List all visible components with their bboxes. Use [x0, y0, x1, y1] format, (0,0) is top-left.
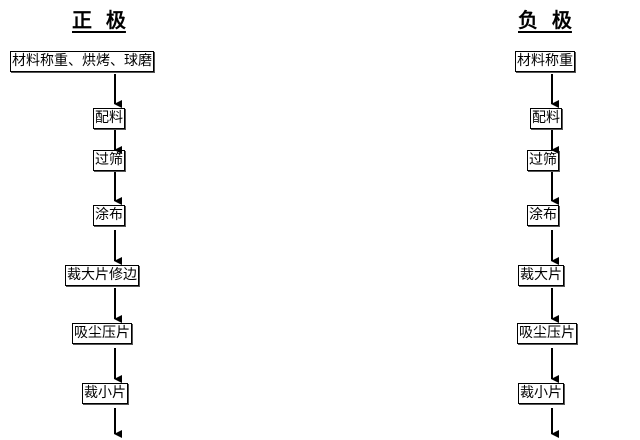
positive-step-7: 裁小片: [82, 383, 128, 404]
positive-step-6: 吸尘压片: [72, 323, 132, 344]
positive-step-4: 涂布: [93, 205, 125, 226]
positive-step-2: 配料: [93, 108, 125, 129]
positive-step-1: 材料称重、烘烤、球磨: [10, 51, 154, 72]
negative-step-2: 配料: [530, 108, 562, 129]
positive-step-5: 裁大片修边: [65, 265, 139, 286]
positive-title: 正 极: [72, 8, 126, 32]
negative-step-1: 材料称重: [515, 51, 575, 72]
negative-step-5: 裁大片: [518, 265, 564, 286]
negative-step-7: 裁小片: [518, 383, 564, 404]
negative-title: 负 极: [518, 8, 572, 32]
negative-step-4: 涂布: [527, 205, 559, 226]
negative-step-3: 过筛: [527, 150, 559, 171]
positive-step-3: 过筛: [93, 150, 125, 171]
negative-step-6: 吸尘压片: [517, 323, 577, 344]
